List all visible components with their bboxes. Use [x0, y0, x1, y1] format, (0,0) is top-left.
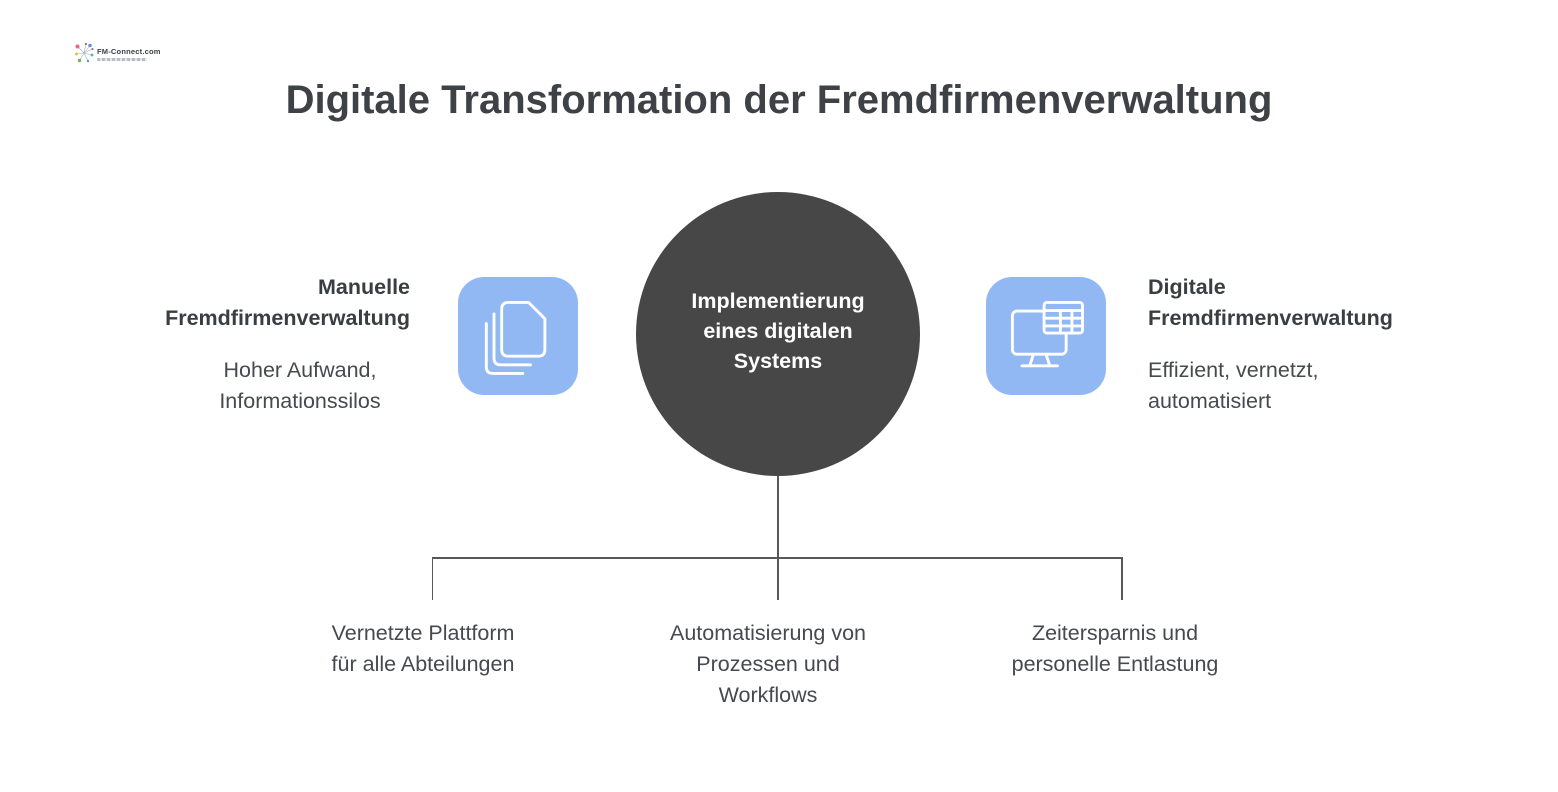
logo-brand-text: FM-Connect.com: [97, 47, 161, 56]
monitor-spreadsheet-icon: [1010, 300, 1084, 368]
right-item-heading: Digitale Fremdfirmenverwaltung: [1148, 275, 1393, 330]
stacked-documents-icon: [484, 300, 547, 375]
central-node: Implementierung eines digitalen Systems: [636, 192, 920, 476]
outcome-label-time-saving: Zeitersparnis und personelle Entlastung: [1011, 621, 1219, 676]
left-item-description: Hoher Aufwand, Informationssilos: [219, 358, 381, 413]
connector-horizontal-line: [431, 557, 1123, 559]
connector-right-drop-line: [1121, 557, 1123, 600]
outcome-label-automation: Automatisierung von Prozessen und Workfl…: [670, 621, 866, 707]
brand-logo: FM-Connect.com: [74, 42, 161, 65]
central-node-label: Implementierung eines digitalen Systems: [691, 289, 865, 373]
digital-management-tile: [986, 277, 1106, 395]
connector-left-drop-line: [431, 557, 434, 600]
right-item-description: Effizient, vernetzt, automatisiert: [1148, 358, 1319, 413]
outcome-label-platform: Vernetzte Plattform für alle Abteilungen: [331, 621, 515, 676]
starburst-network-icon: [75, 42, 94, 63]
page-title: Digitale Transformation der Fremdfirmenv…: [285, 78, 1273, 122]
left-item-heading: Manuelle Fremdfirmenverwaltung: [165, 275, 410, 330]
manual-management-tile: [458, 277, 578, 395]
logo-tagline: [97, 57, 147, 61]
connector-stem-line: [777, 476, 779, 600]
